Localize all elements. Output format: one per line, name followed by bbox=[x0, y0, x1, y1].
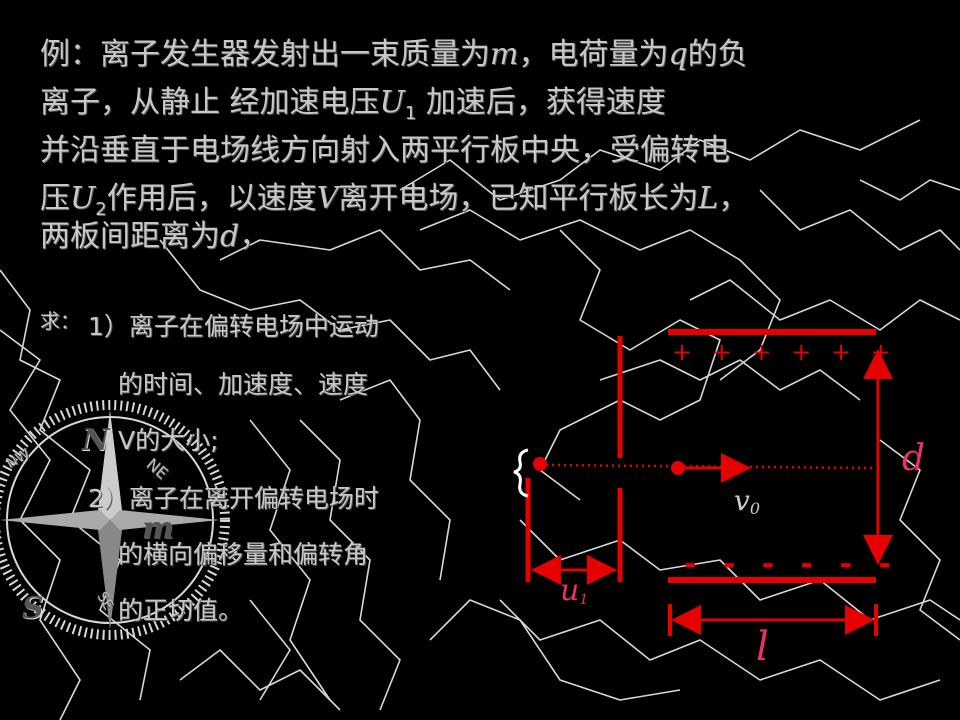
problem-line-1: 例：离子发生器发射出一束质量为m，电荷量为q的负 bbox=[40, 37, 748, 72]
question-2-line-2: 的横向偏移量和偏转角 bbox=[118, 540, 369, 569]
compass-south-label: S bbox=[22, 591, 44, 626]
question-1-line-3: V的大小; bbox=[118, 426, 219, 455]
ion-entry-dot bbox=[671, 461, 685, 475]
problem-line-2: 离子，从静止 经加速电压U1 加速后，获得速度 bbox=[40, 85, 666, 124]
question-2-line-1: 2）离子在离开偏转电场时 bbox=[88, 484, 379, 513]
source-brace bbox=[513, 448, 529, 498]
compass-center-mark: m bbox=[142, 511, 174, 546]
minus-signs: - - - - - - bbox=[684, 547, 899, 582]
question-1-line-1: 1）离子在偏转电场中运动 bbox=[88, 312, 379, 341]
var-d: d bbox=[220, 219, 240, 254]
question-2-line-3: 的正切值。 bbox=[118, 596, 244, 625]
label-u1: u1 bbox=[560, 573, 588, 608]
problem-line-3: 并沿垂直于电场线方向射入两平行板中央，受偏转电 bbox=[40, 133, 730, 168]
var-m: m bbox=[490, 37, 519, 72]
var-v: V bbox=[316, 181, 339, 216]
ion-source-dot bbox=[533, 457, 547, 471]
label-l: l bbox=[756, 624, 769, 670]
compass-icon bbox=[0, 400, 230, 640]
plus-signs: + + + + + + bbox=[672, 338, 897, 366]
var-q: q bbox=[668, 37, 688, 72]
var-u2: U bbox=[70, 181, 96, 216]
problem-line-5: 两板间距离为d， bbox=[40, 219, 270, 254]
var-l: L bbox=[698, 181, 719, 216]
var-u1: U bbox=[379, 85, 405, 120]
label-d: d bbox=[902, 438, 925, 479]
problem-line-4: 压U2作用后，以速度V离开电场，已知平行板长为L， bbox=[40, 181, 749, 220]
compass-north-label: N bbox=[82, 423, 110, 458]
label-v0: v0 bbox=[734, 484, 760, 518]
question-1-line-2: 的时间、加速度、速度 bbox=[118, 370, 369, 399]
ion-path bbox=[539, 463, 873, 470]
questions-prefix: 求： bbox=[40, 309, 80, 333]
